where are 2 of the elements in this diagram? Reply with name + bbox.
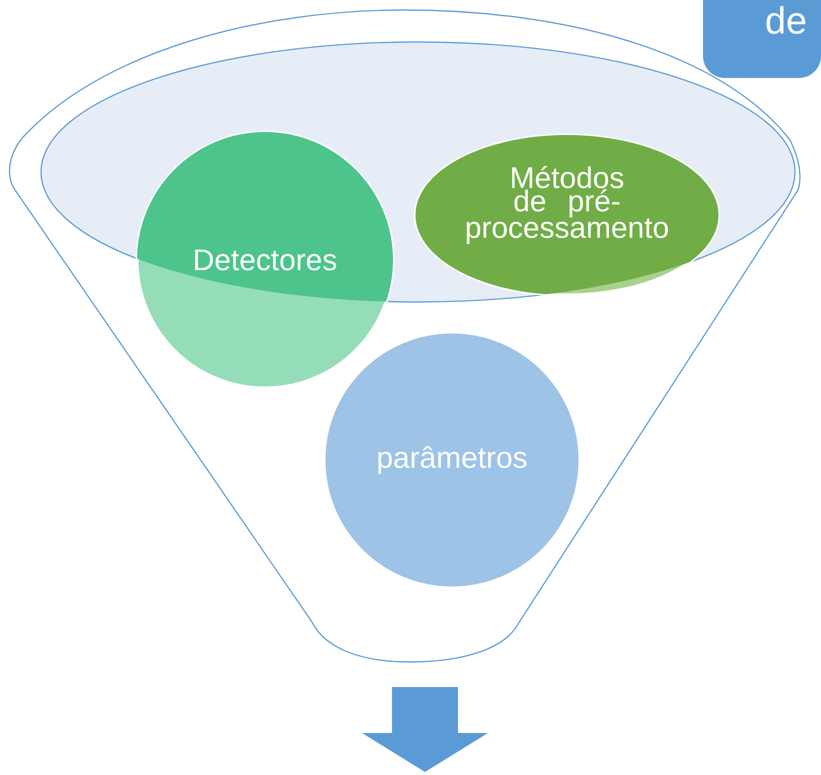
label-box: de <box>703 0 821 78</box>
down-arrow <box>362 687 488 772</box>
